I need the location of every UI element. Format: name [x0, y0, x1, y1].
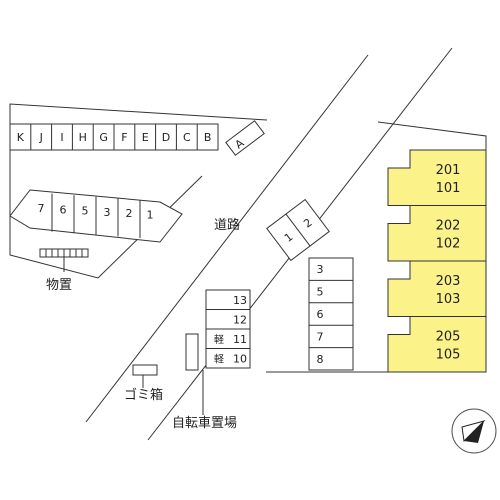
north-arrow-icon	[451, 408, 497, 454]
garbage-box	[132, 364, 158, 376]
parking-label-left-6: 6	[60, 203, 67, 216]
parking-label-center-13: 13	[233, 294, 247, 307]
parking-label-col-7: 7	[317, 330, 324, 343]
unit-lower-103: 103	[436, 292, 461, 307]
parking-label-left-2: 2	[126, 207, 133, 220]
parking-label-left-7: 7	[38, 202, 45, 215]
unit-lower-105: 105	[436, 348, 461, 363]
unit-lower-102: 102	[436, 237, 461, 252]
parking-label-center-12: 12	[233, 313, 247, 326]
parking-diagonal-pair: 12	[266, 198, 330, 262]
parking-label-g: G	[99, 131, 108, 144]
parking-label-col-6: 6	[317, 308, 324, 321]
building-unit	[387, 316, 487, 373]
parking-space-a: A	[225, 120, 265, 156]
garbage-label: ゴミ箱	[124, 388, 164, 403]
road-label: 道路	[214, 218, 241, 233]
parking-label-i: I	[60, 131, 63, 144]
parking-label-left-1: 1	[147, 209, 154, 222]
unit-upper-202: 202	[436, 219, 461, 234]
bicycle-parking-label: 自転車置場	[172, 416, 238, 431]
parking-label-d: D	[162, 131, 170, 144]
parking-label-k: K	[17, 131, 25, 144]
parking-label-h: H	[79, 131, 87, 144]
road-edge-left	[85, 54, 369, 423]
parking-label-center-10: 10	[233, 352, 247, 365]
unit-upper-205: 205	[436, 330, 461, 345]
kei-mark-11: 軽	[214, 334, 224, 346]
parking-label-col-5: 5	[317, 286, 324, 299]
parking-label-b: B	[204, 131, 212, 144]
storage-label: 物置	[46, 278, 73, 293]
parking-label-e: E	[142, 131, 149, 144]
building-unit	[387, 260, 487, 317]
building-unit	[387, 149, 487, 206]
parking-label-center-11: 11	[233, 333, 247, 346]
kei-mark-10: 軽	[214, 353, 224, 365]
parking-label-col-3: 3	[317, 263, 324, 276]
unit-upper-201: 201	[436, 163, 461, 178]
parking-column	[308, 257, 354, 371]
bicycle-shelter	[185, 333, 199, 371]
parking-label-f: F	[121, 131, 127, 144]
parking-label-c: C	[183, 131, 191, 144]
parking-label-col-8: 8	[317, 353, 324, 366]
parking-label-left-5: 5	[82, 205, 89, 218]
parking-label-j: J	[39, 131, 43, 144]
building-unit	[387, 205, 487, 262]
unit-upper-203: 203	[436, 274, 461, 289]
parking-label-left-3: 3	[104, 206, 111, 219]
unit-lower-101: 101	[436, 181, 461, 196]
